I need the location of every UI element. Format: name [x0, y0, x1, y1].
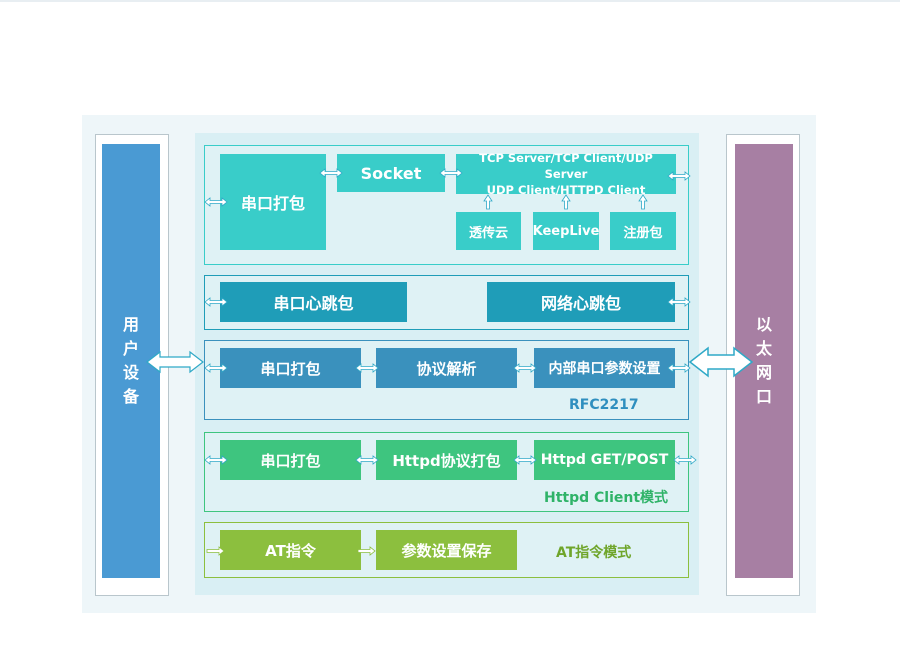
protocol-parse-box: 协议解析	[376, 348, 517, 388]
httpd-method-box: Httpd GET/POST	[534, 440, 675, 480]
protocols-box: TCP Server/TCP Client/UDP Server UDP Cli…	[456, 151, 676, 197]
httpd-pack-label: Httpd协议打包	[392, 451, 501, 470]
rfc-serial-pack-box: 串口打包	[220, 348, 361, 388]
protocols-line2: UDP Client/HTTPD Client	[486, 183, 646, 197]
param-save-label: 参数设置保存	[401, 541, 492, 560]
ethernet-column: 以太网口	[735, 144, 793, 578]
ethernet-label: 以太网口	[755, 315, 772, 406]
user-device-label: 用户设备	[122, 315, 139, 406]
httpd-serial-pack-label: 串口打包	[260, 451, 321, 470]
rfc2217-caption: RFC2217	[569, 397, 639, 413]
keepalive-label: KeepLive	[532, 223, 600, 239]
internal-param-label: 内部串口参数设置	[548, 361, 661, 377]
socket-box: Socket	[337, 154, 445, 192]
httpd-serial-pack-box: 串口打包	[220, 440, 361, 480]
socket-serial-pack-box: 串口打包	[220, 154, 326, 250]
uart-label: UART	[156, 356, 186, 369]
serial-heartbeat-label: 串口心跳包	[273, 294, 354, 313]
internal-param-box: 内部串口参数设置	[534, 348, 675, 388]
transparent-cloud-box: 透传云	[456, 212, 521, 250]
transparent-cloud-label: 透传云	[468, 225, 508, 241]
at-command-box: AT指令	[220, 530, 361, 570]
rfc-serial-pack-label: 串口打包	[260, 359, 321, 378]
user-device-column: 用户设备	[102, 144, 160, 578]
httpd-caption: Httpd Client模式	[544, 490, 669, 506]
network-heartbeat-label: 网络心跳包	[540, 294, 621, 313]
protocols-line1: TCP Server/TCP Client/UDP Server	[479, 151, 653, 181]
socket-serial-pack-label: 串口打包	[240, 194, 305, 213]
httpd-method-label: Httpd GET/POST	[540, 452, 669, 468]
top-divider	[0, 0, 900, 2]
httpd-pack-box: Httpd协议打包	[376, 440, 517, 480]
at-caption: AT指令模式	[556, 545, 632, 561]
register-pack-box: 注册包	[610, 212, 676, 250]
param-save-box: 参数设置保存	[376, 530, 517, 570]
register-pack-label: 注册包	[623, 225, 663, 241]
protocol-parse-label: 协议解析	[416, 359, 477, 378]
socket-label: Socket	[360, 163, 422, 183]
keepalive-box: KeepLive	[533, 212, 599, 250]
at-command-label: AT指令	[265, 541, 316, 560]
serial-heartbeat-box: 串口心跳包	[220, 282, 407, 322]
network-heartbeat-box: 网络心跳包	[487, 282, 675, 322]
